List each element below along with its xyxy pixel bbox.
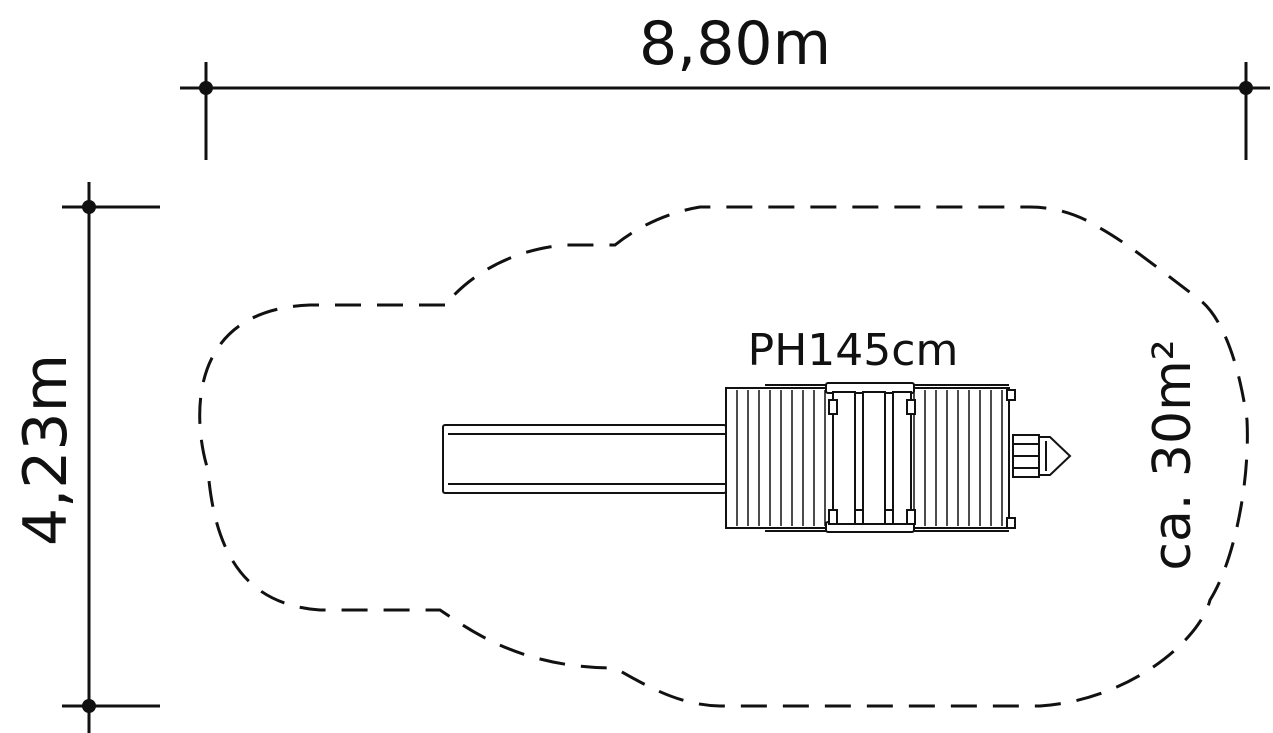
center-posts [828, 391, 916, 525]
post-cap [906, 399, 916, 415]
depth-dimension-label: 4,23m [11, 354, 81, 546]
post-cap [828, 399, 838, 415]
corner-brackets [1006, 389, 1016, 529]
post [862, 391, 886, 525]
post-cap [828, 509, 838, 525]
safety-area-outline [198, 205, 1249, 708]
post [892, 391, 912, 525]
post-cap [854, 509, 864, 525]
depth-dimension-dot-top [82, 200, 96, 214]
bracket [1006, 517, 1016, 529]
bracket [1006, 389, 1016, 401]
post [832, 391, 856, 525]
depth-dimension-dot-bottom [82, 699, 96, 713]
slide-chute [442, 424, 727, 494]
safety-area-label: ca. 30m² [1143, 339, 1203, 570]
post-cap [884, 509, 894, 525]
slide [442, 424, 727, 494]
platform-height-label: PH145cm [748, 325, 959, 376]
width-dimension-label: 8,80m [639, 9, 831, 79]
width-dimension-dot-right [1239, 81, 1253, 95]
ladder-foot [1038, 436, 1072, 476]
ladder [1012, 434, 1072, 478]
depth-dimension [62, 182, 160, 733]
post-cap [906, 509, 916, 525]
width-dimension [180, 62, 1270, 160]
width-dimension-dot-left [199, 81, 213, 95]
